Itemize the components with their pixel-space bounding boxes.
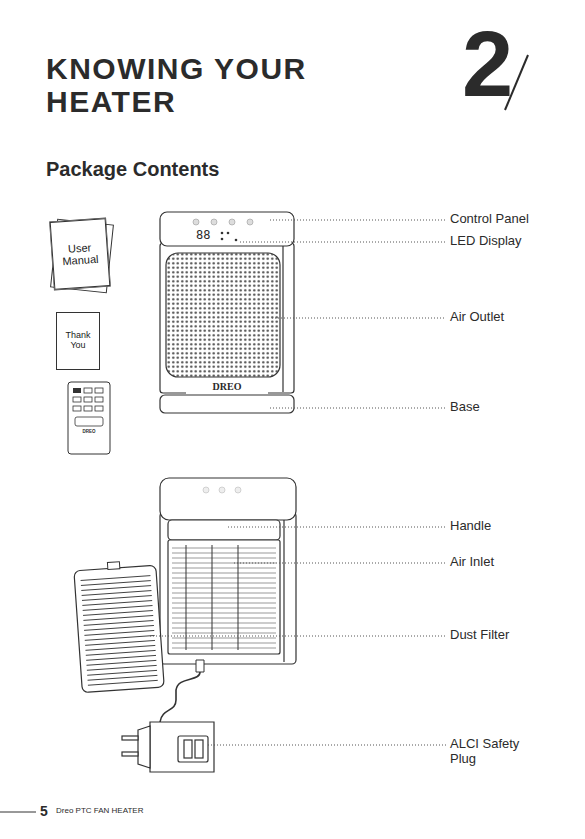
card-text: Thank You: [59, 331, 97, 351]
part-name: Control Panel: [450, 212, 580, 227]
page-number: 5: [40, 803, 54, 819]
part-name: ALCI Safety Plug: [450, 737, 530, 767]
part-name: Dust Filter: [450, 628, 580, 643]
card-text: User Manual: [54, 240, 106, 268]
thank-you-card: Thank You: [56, 312, 100, 370]
part-name: Air Inlet: [450, 555, 580, 570]
footer-text: Dreo PTC FAN HEATER: [56, 806, 256, 815]
remote-logo: DREO: [76, 429, 102, 434]
chapter-number: 2: [462, 18, 542, 110]
brand-logo: DREO: [186, 381, 268, 393]
led-digits: 88: [196, 229, 220, 243]
part-name: Handle: [450, 519, 580, 534]
section-heading: Package Contents: [46, 158, 306, 181]
part-name: LED Display: [450, 234, 580, 249]
manual-card: User Manual: [50, 218, 111, 290]
part-name: Base: [450, 400, 580, 415]
page-title: KNOWING YOUR HEATER: [46, 52, 376, 118]
part-name: Air Outlet: [450, 310, 580, 325]
